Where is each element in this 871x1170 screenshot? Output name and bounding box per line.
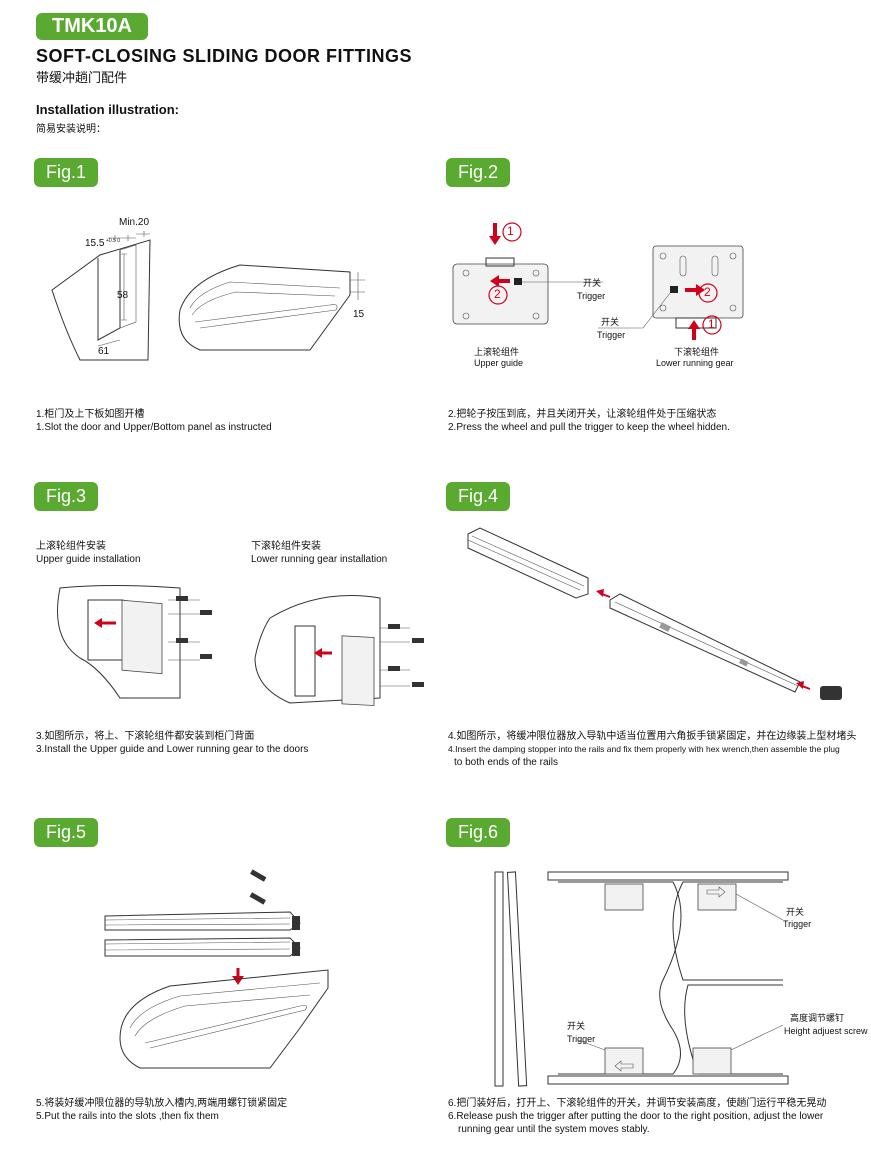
fig1-illustration: [51, 231, 365, 361]
fig2-trigger-lower-en: Trigger: [597, 330, 626, 340]
fig6-height-cn: 高度调节螺钉: [790, 1013, 845, 1023]
fig5-illustration: [104, 869, 329, 1069]
fig1-dim-min20: Min.20: [119, 217, 150, 228]
fig1-caption-cn: 1.柜门及上下板如图开槽: [36, 409, 145, 420]
fig2-switch-upper-cn: 开关: [583, 278, 602, 288]
page-title-cn: 带缓冲趟门配件: [36, 70, 128, 85]
fig2-step1-lower: 1: [708, 317, 715, 331]
fig3-lower-cn: 下滚轮组件安装: [251, 541, 321, 552]
fig1-dim-tol: +0.5 0: [106, 238, 121, 244]
fig1-dim-61: 61: [98, 346, 110, 357]
fig2-step1-upper: 1: [507, 224, 514, 238]
fig6-caption-cn: 6.把门装好后，打开上、下滚轮组件的开关，并调节安装高度，使趟门运行平稳无晃动: [448, 1098, 827, 1109]
section-heading-cn: 简易安装说明：: [36, 124, 106, 135]
fig6-height-en: Height adjuest screw: [784, 1026, 868, 1036]
fig3-caption-en: 3.Install the Upper guide and Lower runn…: [36, 744, 309, 755]
fig6-trigger-lower-en: Trigger: [567, 1034, 596, 1044]
fig2-trigger-upper-en: Trigger: [577, 291, 606, 301]
fig2-lower-cn: 下滚轮组件: [674, 347, 720, 357]
fig3-upper-cn: 上滚轮组件安装: [36, 541, 106, 552]
page-title: SOFT-CLOSING SLIDING DOOR FITTINGS: [36, 46, 412, 66]
fig1-dim-58: 58: [117, 290, 129, 301]
fig3-lower-en: Lower running gear installation: [251, 554, 388, 565]
fig2-upper-cn: 上滚轮组件: [474, 347, 520, 357]
fig4-caption-en-2: to both ends of the rails: [454, 757, 558, 768]
fig1-badge: Fig.1: [34, 158, 98, 187]
fig5-caption-en: 5.Put the rails into the slots ,then fix…: [36, 1111, 219, 1122]
fig2-step2-upper: 2: [494, 287, 501, 301]
model-badge: TMK10A: [36, 13, 148, 40]
fig6-badge: Fig.6: [446, 818, 510, 847]
fig2-switch-lower-cn: 开关: [601, 317, 620, 327]
fig2-caption-cn: 2.把轮子按压到底，并且关闭开关，让滚轮组件处于压缩状态: [448, 409, 717, 420]
fig6-caption-en-1: 6.Release push the trigger after putting…: [448, 1111, 824, 1122]
fig4-caption-cn: 4.如图所示，将缓冲限位器放入导轨中适当位置用六角扳手锁紧固定，并在边缘装上型材…: [448, 731, 857, 742]
fig3-upper-en: Upper guide installation: [36, 554, 141, 565]
fig6-caption-en-2: running gear until the system moves stab…: [458, 1124, 650, 1135]
fig1-dim-15: 15: [353, 309, 365, 320]
fig5-caption-cn: 5.将装好缓冲限位器的导轨放入槽内,两端用螺钉锁紧固定: [36, 1098, 288, 1109]
fig3-illustration: [57, 585, 424, 706]
section-heading: Installation illustration:: [36, 102, 180, 117]
fig2-lower-en: Lower running gear: [656, 358, 734, 368]
fig5-badge: Fig.5: [34, 818, 98, 847]
fig6-trigger-en: Trigger: [783, 919, 812, 929]
fig1-dim-155: 15.5: [85, 238, 105, 249]
fig3-caption-cn: 3.如图所示，将上、下滚轮组件都安装到柜门背面: [36, 731, 255, 742]
fig4-caption-en-1: 4.Insert the damping stopper into the ra…: [448, 744, 840, 754]
fig3-badge: Fig.3: [34, 482, 98, 511]
fig2-step2-lower: 2: [704, 285, 711, 299]
fig6-switch-cn: 开关: [786, 907, 805, 917]
fig4-badge: Fig.4: [446, 482, 510, 511]
fig2-caption-en: 2.Press the wheel and pull the trigger t…: [448, 422, 730, 433]
fig2-badge: Fig.2: [446, 158, 510, 187]
fig6-switch-lower-cn: 开关: [567, 1021, 586, 1031]
fig6-illustration: [494, 871, 789, 1087]
fig4-illustration: [467, 527, 842, 700]
fig2-illustration: [452, 222, 744, 340]
fig2-upper-en: Upper guide: [474, 358, 524, 368]
fig1-caption-en: 1.Slot the door and Upper/Bottom panel a…: [36, 422, 272, 433]
